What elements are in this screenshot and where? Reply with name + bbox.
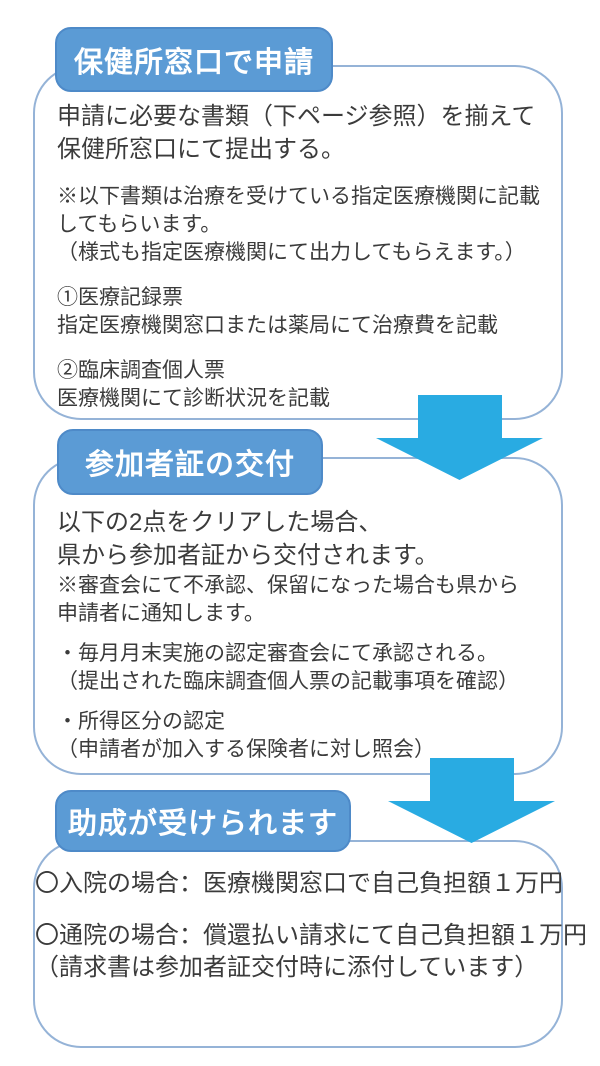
text-line: ・毎月月末実施の認定審査会にて承認される。: [57, 642, 498, 665]
text-line: ・所得区分の認定: [57, 710, 225, 733]
paragraph: ①医療記録票 指定医療機関窓口または薬局にて治療費を記載: [57, 284, 553, 340]
apply-section-header: 保健所窓口で申請: [55, 27, 333, 92]
paragraph: ②臨床調査個人票 医療機関にて診断状況を記載: [57, 357, 553, 413]
paragraph: ・所得区分の認定 （申請者が加入する保険者に対し照会）: [57, 708, 553, 764]
subsidy-section-header-label: 助成が受けられます: [67, 808, 338, 840]
text-line: ※以下書類は治療を受けている指定医療機関に記載: [57, 185, 540, 208]
text-line: 申請者に通知します。: [57, 602, 265, 625]
paragraph: ※審査会にて不承認、保留になった場合も県から 申請者に通知します。: [57, 572, 553, 628]
text-line: 〇入院の場合：医療機関窓口で自己負担額１万円: [35, 870, 563, 897]
text-line: 以下の2点をクリアした場合、: [57, 509, 383, 536]
text-line: ①医療記録票: [57, 286, 183, 309]
certificate-section-text: 以下の2点をクリアした場合、 県から参加者証から交付されます。 ※審査会にて不承…: [57, 506, 553, 764]
text-line: （提出された臨床調査個人票の記載事項を確認）: [57, 670, 519, 693]
certificate-section-box: [33, 457, 563, 775]
paragraph: 以下の2点をクリアした場合、 県から参加者証から交付されます。: [57, 506, 553, 572]
down-arrow-icon: [376, 395, 543, 480]
paragraph: ・毎月月末実施の認定審査会にて承認される。 （提出された臨床調査個人票の記載事項…: [57, 640, 553, 696]
text-line: ②臨床調査個人票: [57, 359, 225, 382]
paragraph: 〇入院の場合：医療機関窓口で自己負担額１万円: [35, 868, 563, 900]
text-line: 医療機関にて診断状況を記載: [57, 387, 330, 410]
certificate-section-header-label: 参加者証の交付: [84, 449, 295, 481]
paragraph: ※以下書類は治療を受けている指定医療機関に記載 してもらいます。 （様式も指定医…: [57, 183, 553, 267]
text-line: ※審査会にて不承認、保留になった場合も県から: [57, 574, 519, 597]
down-arrow-icon: [388, 758, 555, 843]
text-line: 指定医療機関窓口または薬局にて治療費を記載: [57, 314, 498, 337]
subsidy-section-box: [33, 840, 563, 1048]
apply-section-box: [33, 65, 563, 420]
paragraph: 〇通院の場合：償還払い請求にて自己負担額１万円 （請求書は参加者証交付時に添付し…: [35, 920, 587, 984]
text-line: してもらいます。: [57, 213, 222, 236]
subsidy-section-text: 〇入院の場合：医療機関窓口で自己負担額１万円 〇通院の場合：償還払い請求にて自己…: [35, 868, 587, 984]
apply-section-header-label: 保健所窓口で申請: [73, 46, 314, 79]
text-line: （請求書は参加者証交付時に添付しています）: [35, 954, 539, 981]
text-line: 〇通院の場合：償還払い請求にて自己負担額１万円: [35, 922, 587, 949]
apply-section-text: 申請に必要な書類（下ページ参照）を揃えて 保健所窓口にて提出する。 ※以下書類は…: [57, 100, 553, 413]
text-line: 県から参加者証から交付されます。: [57, 542, 439, 569]
certificate-section-header: 参加者証の交付: [57, 429, 323, 495]
text-line: （申請者が加入する保険者に対し照会）: [57, 738, 435, 761]
subsidy-section-header: 助成が受けられます: [55, 790, 351, 852]
text-line: （様式も指定医療機関にて出力してもらえます。）: [57, 241, 526, 264]
text-line: 申請に必要な書類（下ページ参照）を揃えて: [57, 103, 536, 130]
paragraph: 申請に必要な書類（下ページ参照）を揃えて 保健所窓口にて提出する。: [57, 100, 553, 166]
text-line: 保健所窓口にて提出する。: [57, 136, 345, 163]
